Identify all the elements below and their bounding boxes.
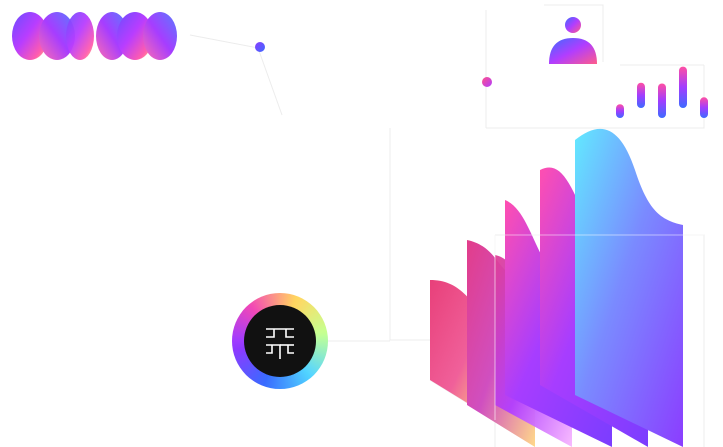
user-avatar-icon [549,17,597,64]
pill-cluster-icon [12,12,177,60]
logo-glyph-icon [266,328,294,359]
logo-badge-icon [232,293,328,389]
wave-layer [575,128,683,447]
sparkline-bar [616,104,624,118]
sparkline-bar [700,97,708,118]
logo-mark [244,305,316,377]
sparkline-bar [637,82,645,108]
sparkline-bar [679,66,687,108]
wave-layers-icon [430,128,704,447]
node-dot [482,77,492,87]
bar-sparkline-icon [616,66,708,118]
sparkline-bar [658,83,666,118]
node-dot [255,42,265,52]
